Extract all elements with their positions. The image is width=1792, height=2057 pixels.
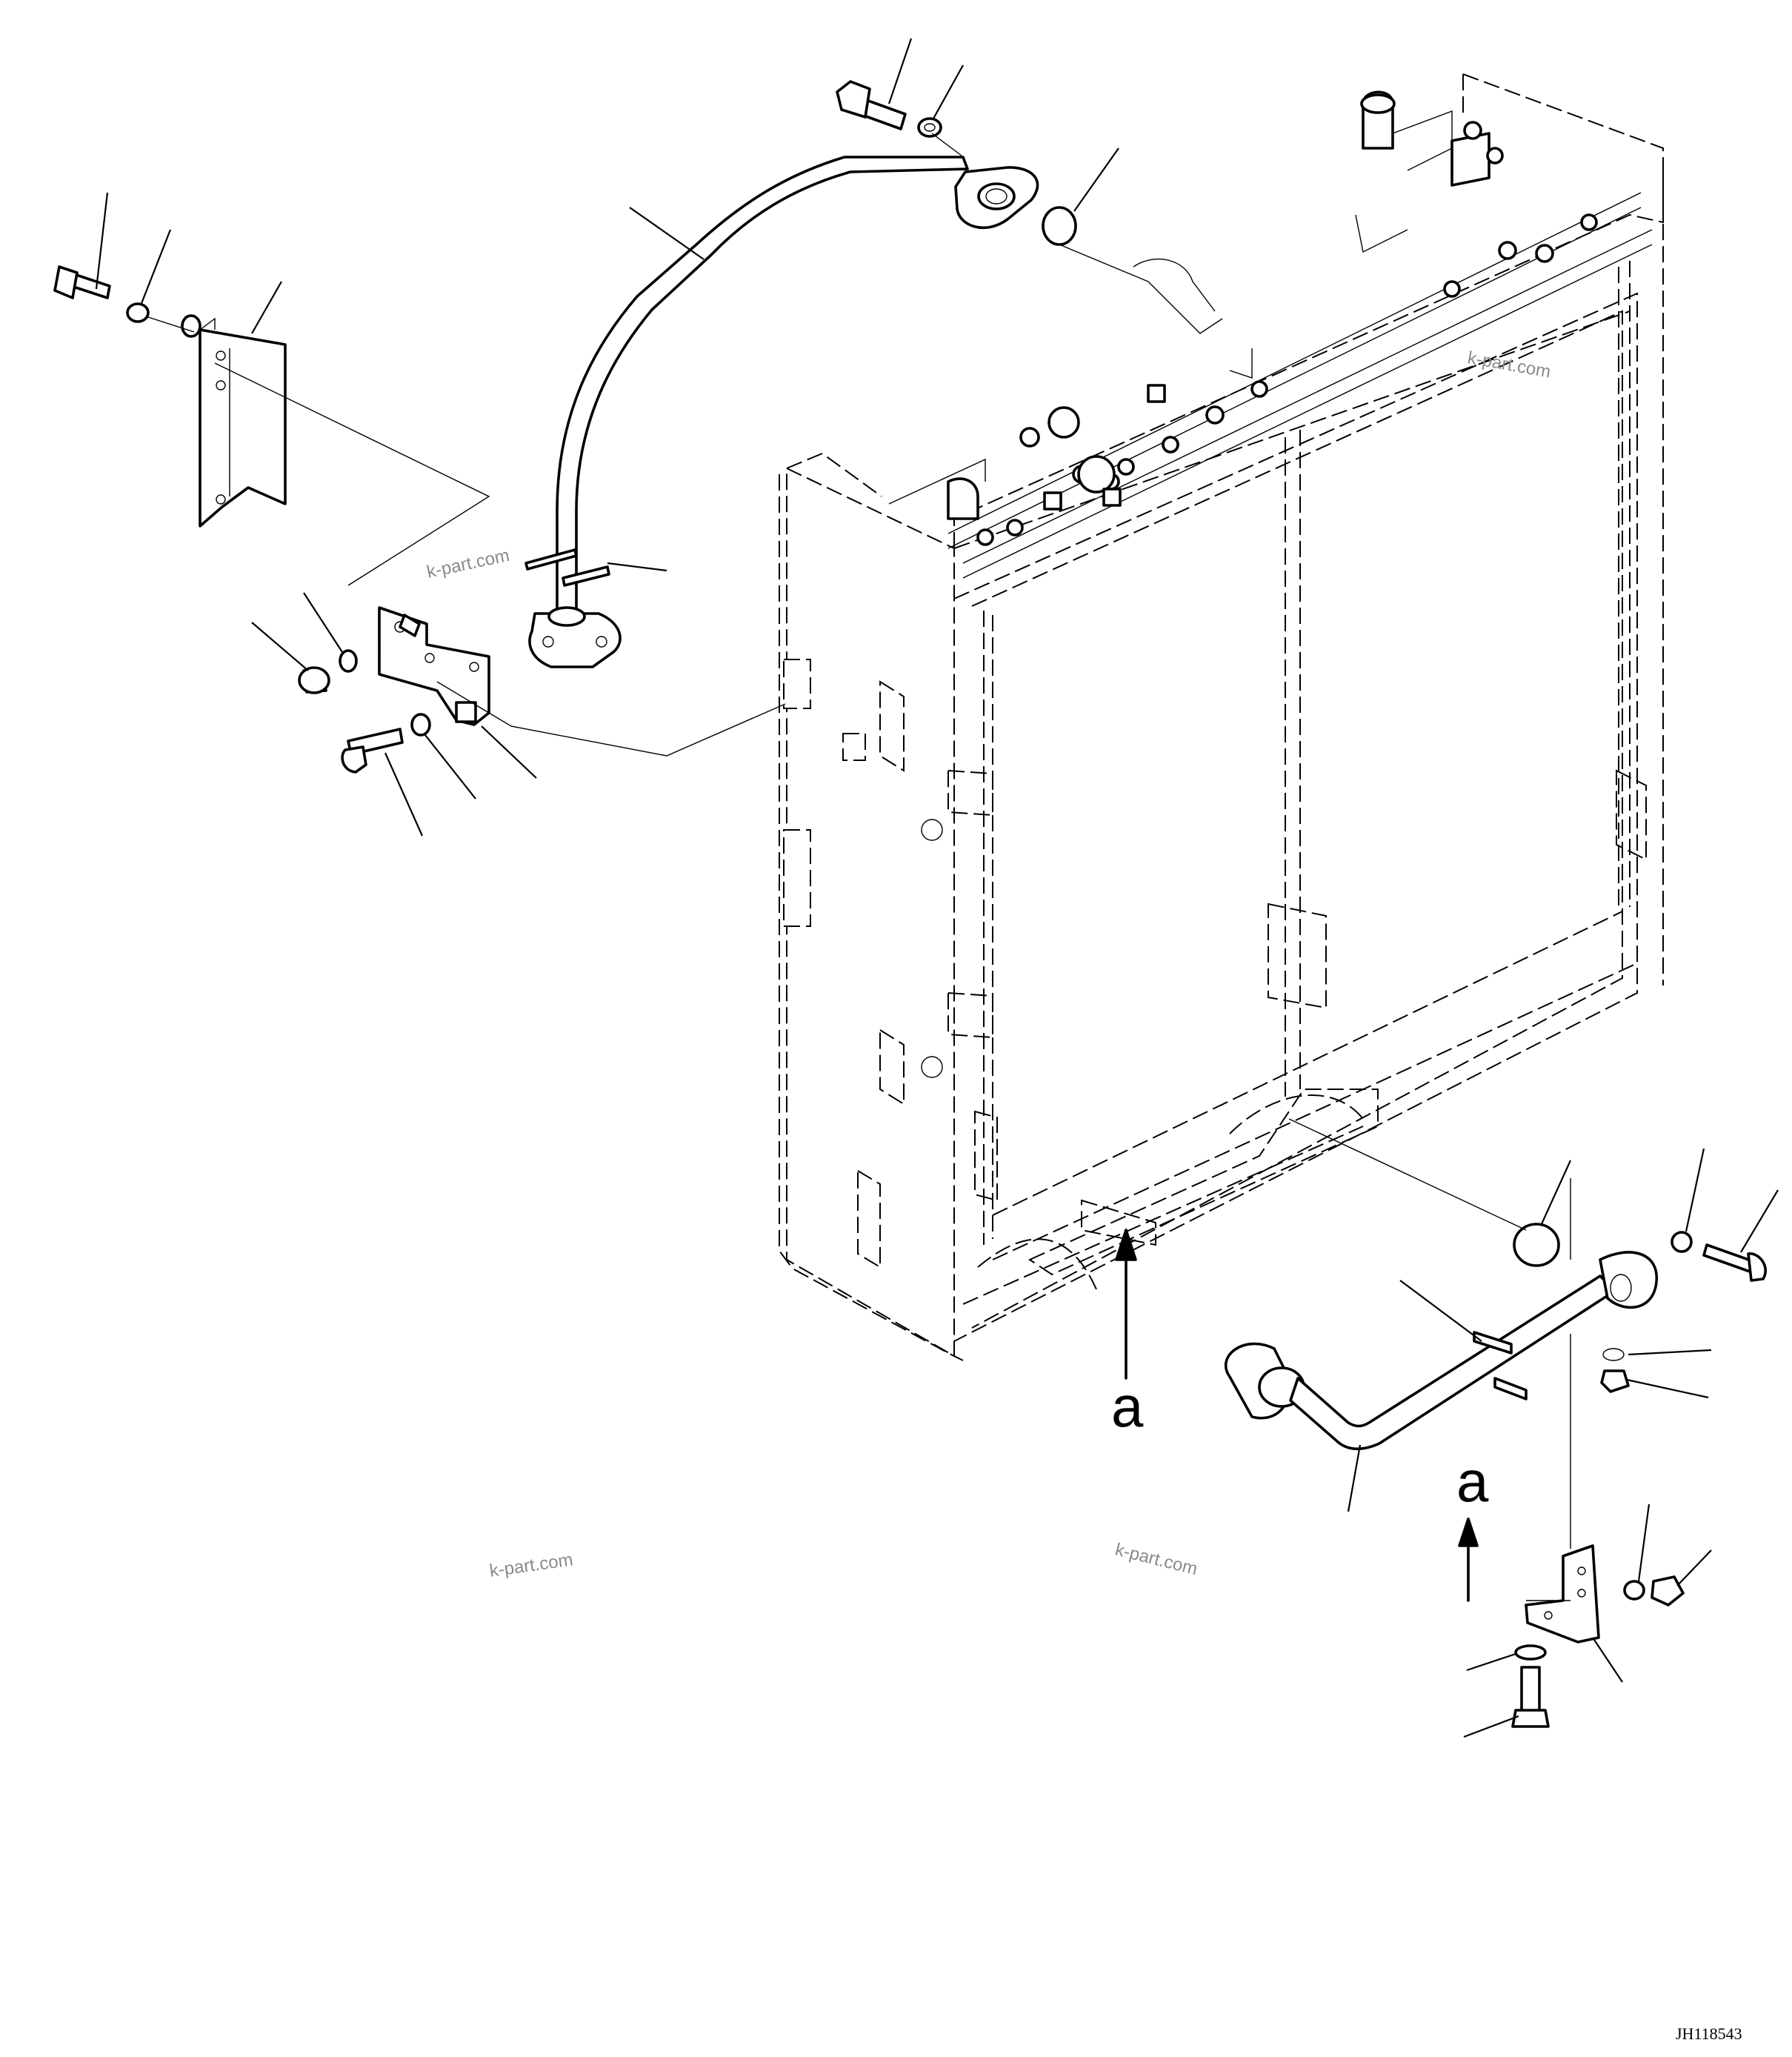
assembly-lines xyxy=(147,133,1571,1602)
watermark: k-part.com xyxy=(1113,1540,1200,1580)
watermark: k-part.com xyxy=(488,1549,574,1581)
view-callout-a: a xyxy=(1111,1374,1144,1439)
leader-lines xyxy=(95,38,1779,1738)
view-callout-a: a xyxy=(1456,1449,1489,1514)
radiator-frame-phantom xyxy=(779,73,1664,1361)
upper-water-pipe xyxy=(524,156,1039,668)
drawing-code: JH118543 xyxy=(1676,2024,1742,2043)
lower-water-pipe xyxy=(1224,1223,1767,1451)
lower-bracket-assembly xyxy=(1511,1544,1685,1728)
upper-bolt-and-washer xyxy=(836,80,1077,246)
left-bracket-assembly xyxy=(53,265,490,774)
watermark: k-part.com xyxy=(425,545,511,582)
upper-frame-hardware xyxy=(888,90,1653,579)
